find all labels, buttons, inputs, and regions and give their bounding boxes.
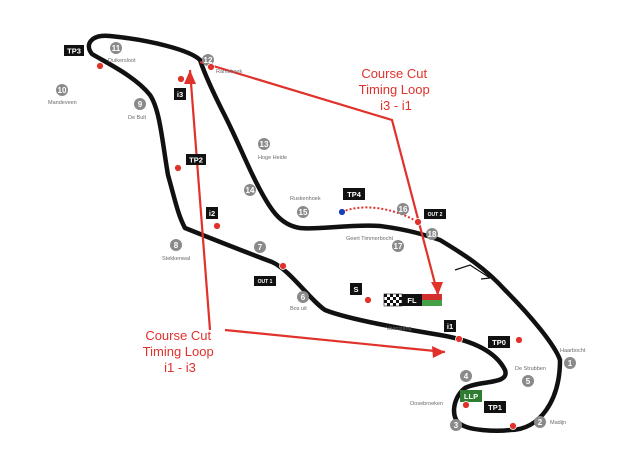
turn-10: 10 Mandeveen xyxy=(48,84,77,106)
svg-text:Ramshoek: Ramshoek xyxy=(216,69,243,75)
svg-text:TP0: TP0 xyxy=(492,338,506,347)
cut-label-bottom: Course Cut Timing Loop i1 - i3 xyxy=(143,328,218,375)
svg-text:14: 14 xyxy=(246,186,255,195)
svg-text:17: 17 xyxy=(394,242,403,251)
svg-text:Mandeveen: Mandeveen xyxy=(48,100,77,106)
tag-tp3: TP3 xyxy=(64,45,84,56)
svg-text:11: 11 xyxy=(112,44,121,53)
turn-15: 15 Ruskenhoek xyxy=(290,196,321,218)
turn-11: 11 Duikersloot xyxy=(108,42,136,64)
turn-9: 9 De Bult xyxy=(128,98,147,121)
svg-text:De Strubben: De Strubben xyxy=(515,366,546,372)
tag-i3: i3 xyxy=(174,88,186,100)
turn-18: 18 xyxy=(426,228,438,240)
svg-text:OUT 1: OUT 1 xyxy=(258,279,273,285)
svg-text:Geert Timmerbocht: Geert Timmerbocht xyxy=(346,236,394,242)
svg-text:Duikersloot: Duikersloot xyxy=(108,58,136,64)
cut-line-vertical-arrowhead xyxy=(184,70,196,84)
track-outline xyxy=(86,33,563,434)
svg-text:16: 16 xyxy=(399,205,408,214)
svg-text:3: 3 xyxy=(454,421,459,430)
svg-text:i2: i2 xyxy=(209,209,215,218)
svg-text:TP3: TP3 xyxy=(67,47,81,56)
svg-text:18: 18 xyxy=(428,230,437,239)
turn-13: 13 Hoge Heide xyxy=(258,138,287,161)
svg-text:TP2: TP2 xyxy=(189,156,203,165)
svg-text:S: S xyxy=(353,285,358,294)
turn-14: 14 xyxy=(244,184,256,196)
svg-text:Bos uit: Bos uit xyxy=(290,306,307,312)
svg-text:8: 8 xyxy=(174,241,179,250)
svg-text:Ruskenhoek: Ruskenhoek xyxy=(290,196,321,202)
direction-arrow xyxy=(454,264,491,279)
tag-tp4: TP4 xyxy=(343,188,365,200)
checkered-flag-icon xyxy=(383,293,403,307)
tag-i2: i2 xyxy=(206,207,218,219)
svg-text:1: 1 xyxy=(568,359,573,368)
svg-text:9: 9 xyxy=(138,100,143,109)
tp4-blue-dot xyxy=(338,208,346,216)
svg-text:Stekkenwal: Stekkenwal xyxy=(162,256,190,262)
cut-line-top-arrowhead xyxy=(431,282,443,295)
cut-line-bottom-arrowhead xyxy=(432,346,445,358)
turn-12: 12 Ramshoek xyxy=(202,54,243,75)
svg-text:OUT 2: OUT 2 xyxy=(428,212,443,218)
svg-text:De Bult: De Bult xyxy=(128,115,147,121)
svg-text:2: 2 xyxy=(538,418,543,427)
svg-text:Haarbocht: Haarbocht xyxy=(560,348,586,354)
turn-2: 2 Madijn xyxy=(534,416,566,428)
svg-text:i3: i3 xyxy=(177,90,183,99)
tag-llp: LLP xyxy=(460,390,482,402)
tag-tp0: TP0 xyxy=(488,336,510,348)
svg-text:12: 12 xyxy=(204,56,213,65)
cut-line-vertical xyxy=(188,69,212,331)
turn-6: 6 Bos uit xyxy=(290,291,309,312)
svg-text:6: 6 xyxy=(301,293,306,302)
turn-7: 7 xyxy=(254,241,266,253)
turn-16: 16 xyxy=(397,203,409,215)
corner-oosebroeken: Oosebroeken xyxy=(410,401,443,407)
tag-s: S xyxy=(350,283,362,295)
tag-tp1: TP1 xyxy=(484,401,506,413)
finish-color-bars xyxy=(422,294,442,306)
tag-tp2: TP2 xyxy=(186,154,206,165)
svg-text:LLP: LLP xyxy=(464,392,478,401)
tag-i1: i1 xyxy=(444,320,456,332)
svg-text:FL: FL xyxy=(407,296,417,305)
svg-text:Madijn: Madijn xyxy=(550,420,566,426)
tag-out2: OUT 2 xyxy=(424,209,446,219)
tag-out1: OUT 1 xyxy=(254,276,276,286)
cut-line-bottom xyxy=(224,328,446,354)
timing-dots xyxy=(96,62,523,430)
turn-5: 5 De Strubben xyxy=(515,366,546,387)
svg-text:5: 5 xyxy=(526,377,531,386)
tp4-path xyxy=(341,206,419,223)
svg-text:TP4: TP4 xyxy=(347,190,362,199)
turn-8: 8 Stekkenwal xyxy=(162,239,190,262)
svg-text:15: 15 xyxy=(299,208,308,217)
turn-1: 1 Haarbocht xyxy=(560,348,586,369)
direction-arrow-head xyxy=(480,269,491,280)
svg-text:10: 10 xyxy=(58,86,67,95)
corner-vaanslang: Vaanslang xyxy=(386,326,412,332)
cut-line-top xyxy=(199,60,440,296)
turn-3: 3 xyxy=(450,419,462,431)
svg-text:TP1: TP1 xyxy=(488,403,502,412)
turn-4: 4 xyxy=(460,370,472,382)
svg-text:i1: i1 xyxy=(447,322,453,331)
cut-label-top: Course Cut Timing Loop i3 - i1 xyxy=(359,66,434,113)
svg-text:Hoge Heide: Hoge Heide xyxy=(258,155,287,161)
turn-17: 17 Geert Timmerbocht xyxy=(346,236,404,252)
svg-text:7: 7 xyxy=(258,243,263,252)
tag-fl: FL xyxy=(402,294,422,306)
svg-text:4: 4 xyxy=(464,372,469,381)
svg-text:13: 13 xyxy=(260,140,269,149)
